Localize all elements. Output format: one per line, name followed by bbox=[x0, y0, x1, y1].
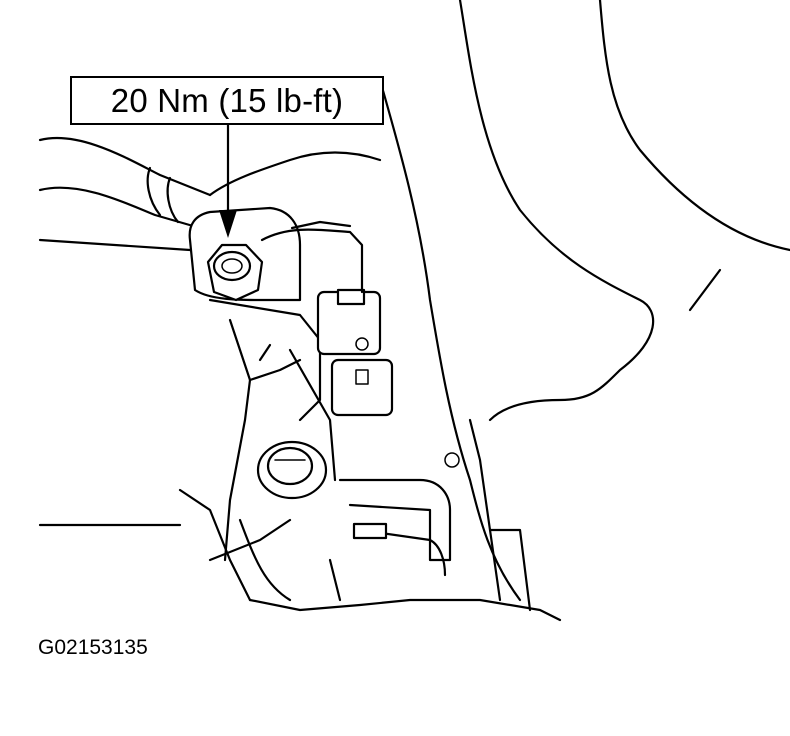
figure-id: G02153135 bbox=[38, 636, 148, 659]
callout-leader-arrow bbox=[219, 123, 237, 238]
torque-callout: 20 Nm (15 lb-ft) bbox=[70, 76, 384, 125]
piping bbox=[338, 418, 532, 612]
hose-assembly bbox=[38, 136, 382, 252]
lower-bolt bbox=[256, 440, 328, 500]
engine-housing-outline bbox=[378, 0, 790, 602]
hex-bolt bbox=[206, 243, 264, 302]
sensor-connector bbox=[260, 220, 394, 417]
lower-structure bbox=[38, 488, 562, 622]
